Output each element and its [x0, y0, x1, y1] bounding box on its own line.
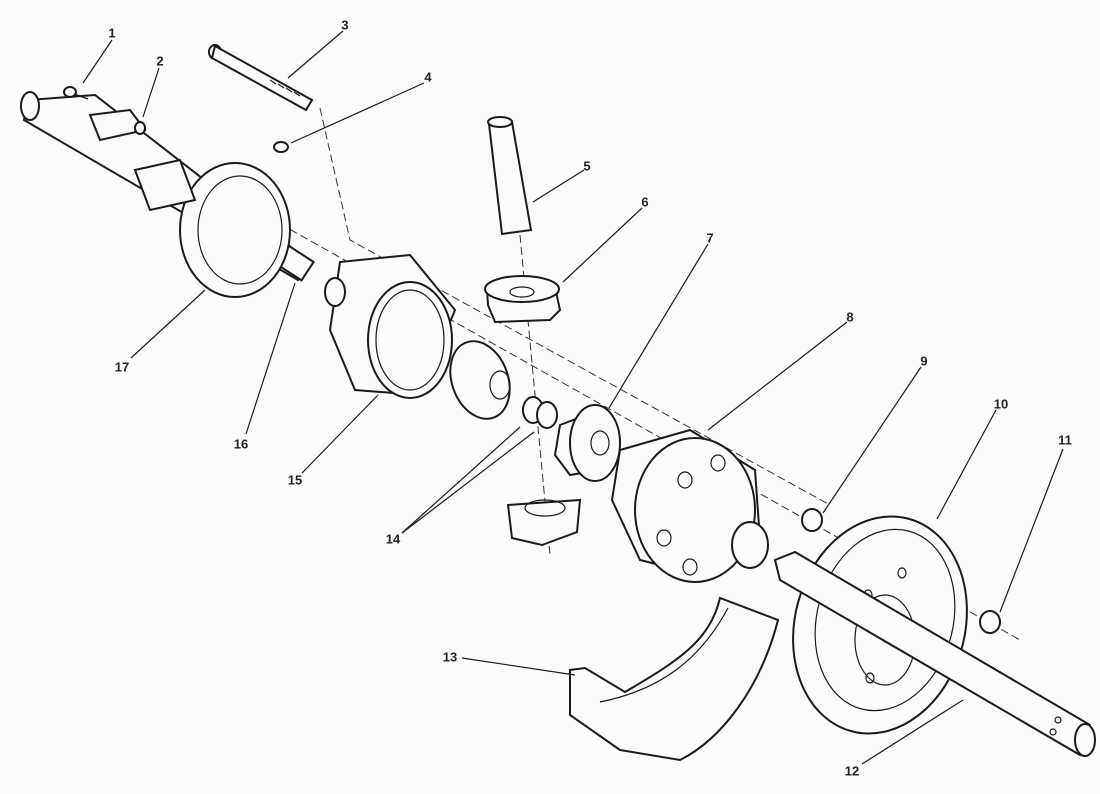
callout-11: 11 — [1058, 432, 1072, 448]
part-7-side-gear — [553, 404, 622, 482]
part-4-key — [273, 141, 289, 153]
part-5-pin — [487, 116, 533, 236]
callout-13: 13 — [442, 649, 458, 665]
part-15-case-half — [324, 253, 457, 399]
callout-10: 10 — [993, 396, 1009, 412]
callout-3: 3 — [341, 17, 349, 33]
part-14-thrust-washers — [522, 396, 558, 429]
callout-14: 14 — [385, 531, 401, 547]
part-3-bolt — [208, 44, 314, 112]
callout-12: 12 — [844, 763, 860, 779]
part-2-clip — [88, 108, 147, 142]
side-gear-left — [449, 340, 511, 420]
leader-lines — [82, 30, 1064, 765]
part-11-nut — [979, 610, 1001, 634]
part-8-case-half — [610, 428, 769, 583]
part-17-housing — [133, 158, 291, 298]
part-9-nut — [801, 508, 823, 532]
part-6-pinion-gear — [484, 275, 562, 324]
callout-4: 4 — [424, 69, 432, 85]
callout-8: 8 — [846, 309, 854, 325]
callout-6: 6 — [641, 194, 649, 210]
callout-17: 17 — [114, 359, 130, 375]
bottom-pinion-gear — [506, 498, 582, 547]
part-12-right-axle — [773, 550, 1096, 757]
part-1-bolt — [63, 86, 89, 100]
callout-5: 5 — [583, 158, 591, 174]
part-13-shroud — [569, 596, 780, 762]
callout-1: 1 — [108, 25, 116, 41]
callout-9: 9 — [920, 353, 928, 369]
callout-16: 16 — [233, 436, 249, 452]
callout-2: 2 — [156, 53, 164, 69]
callout-7: 7 — [706, 230, 714, 246]
callout-15: 15 — [287, 472, 303, 488]
